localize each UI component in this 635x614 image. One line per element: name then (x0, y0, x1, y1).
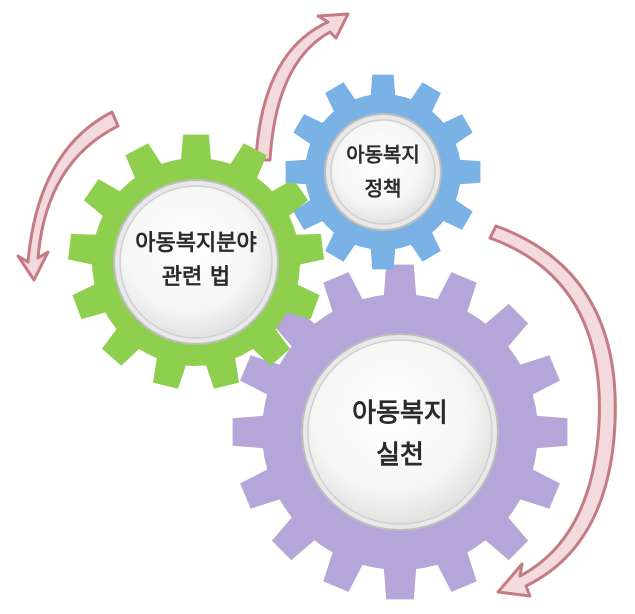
gear-purple-hub (307, 339, 493, 525)
cycle-arrows (16, 12, 617, 598)
curved-arrow-left (16, 110, 120, 282)
gear-blue-hub (330, 119, 436, 225)
gear-practice (232, 264, 568, 600)
curved-arrow-right (488, 224, 617, 598)
curved-arrow-top (254, 12, 350, 162)
law-label-line1: 아동복지분야 (135, 231, 256, 256)
practice-label-line2: 실천 (376, 441, 424, 471)
practice-label-line1: 아동복지 (352, 399, 448, 429)
gear-law (68, 134, 324, 389)
gear-policy (285, 74, 481, 270)
policy-label-line2: 정책 (365, 177, 402, 201)
gear-green-hub (119, 185, 273, 339)
law-label-line2: 관련 법 (162, 265, 230, 290)
policy-label-line1: 아동복지 (346, 143, 420, 167)
